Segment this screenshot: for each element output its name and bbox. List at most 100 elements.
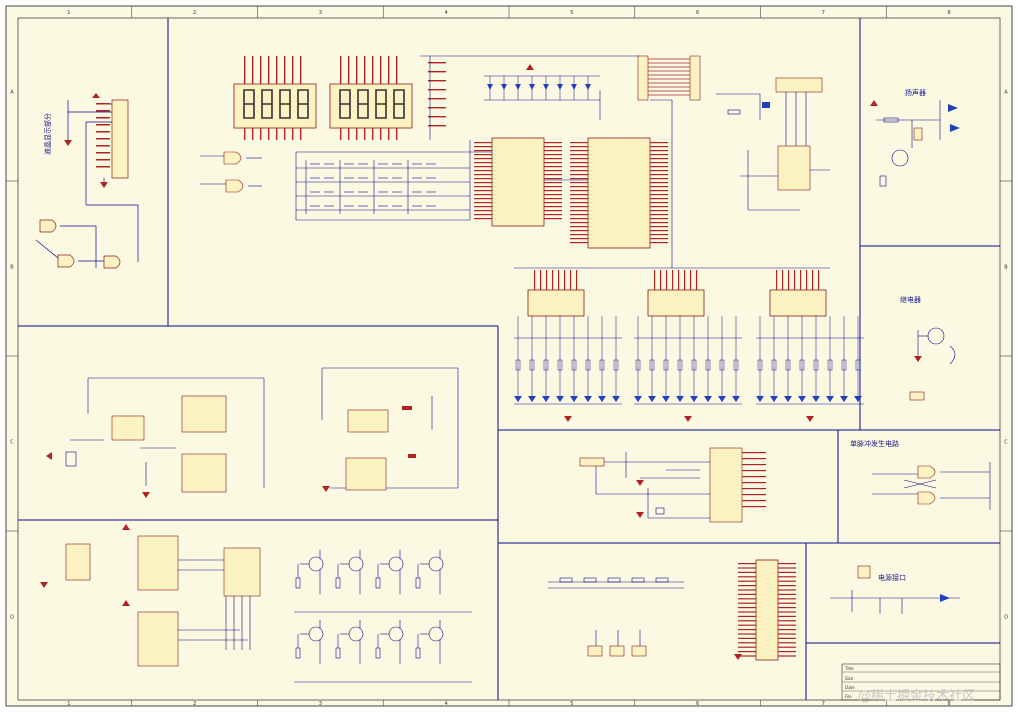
title-block-file: File <box>845 694 852 699</box>
column-number: 7 <box>822 10 825 16</box>
timer-pins <box>46 406 416 498</box>
digit-segment <box>393 89 405 119</box>
led-icon <box>648 396 656 402</box>
column-number: 5 <box>570 701 573 707</box>
led-icon <box>826 396 834 402</box>
led-icon <box>529 84 535 90</box>
row-letter: A <box>1004 90 1008 96</box>
led-icon <box>770 396 778 402</box>
led-icon <box>704 396 712 402</box>
digit-segment <box>375 89 387 119</box>
serial-interface <box>716 77 830 211</box>
title-block-title: Title <box>844 666 854 671</box>
column-number: 5 <box>570 10 573 16</box>
led-icon <box>798 396 806 402</box>
column-number: 4 <box>445 10 448 16</box>
led-icon <box>662 396 670 402</box>
led-driver-blocks <box>514 270 864 422</box>
lcd-pins <box>64 93 110 188</box>
single-pulse-circuit <box>872 462 991 510</box>
speaker-section-title: 扬声器 <box>905 88 926 97</box>
driver-ic <box>527 289 585 317</box>
title-block: Title Size Date File <box>841 663 1001 701</box>
led-icon <box>557 84 563 90</box>
column-number: 6 <box>696 701 699 707</box>
column-number: 8 <box>948 10 951 16</box>
led-icon <box>612 396 620 402</box>
digit-segment <box>261 89 273 119</box>
dip-socket <box>734 559 796 661</box>
bottom-center-circuit <box>548 577 684 657</box>
digit-segment <box>243 89 255 119</box>
power-section-title: 电源接口 <box>878 573 906 582</box>
digit-segment <box>297 89 309 119</box>
led-icon <box>690 396 698 402</box>
driver-ic <box>769 289 827 317</box>
lcd-section-title: 液晶显示部分 <box>43 113 52 155</box>
key-matrix <box>200 151 470 214</box>
row-letter: B <box>1004 265 1008 271</box>
column-number: 2 <box>193 10 196 16</box>
led-icon <box>487 84 493 90</box>
column-number: 4 <box>445 701 448 707</box>
led-icon <box>584 396 592 402</box>
led-icon <box>598 396 606 402</box>
led-icon <box>501 84 507 90</box>
led-icon <box>571 84 577 90</box>
led-icon <box>515 84 521 90</box>
adc-pins <box>636 452 766 518</box>
led-icon <box>542 396 550 402</box>
mcu-bus <box>295 55 830 269</box>
pulse-section-title: 单脉冲发生电路 <box>850 439 899 448</box>
led-icon <box>543 84 549 90</box>
column-number: 3 <box>319 701 322 707</box>
led-icon <box>854 396 862 402</box>
led-icon <box>528 396 536 402</box>
led-icon <box>514 396 522 402</box>
led-icon <box>634 396 642 402</box>
column-number: 1 <box>67 10 70 16</box>
row-letter: D <box>10 615 14 621</box>
led-icon <box>585 84 591 90</box>
row-letter: A <box>10 90 14 96</box>
relay-circuit <box>909 327 956 401</box>
driver-pins <box>40 524 130 606</box>
row-letter: C <box>10 440 14 446</box>
title-block-size: Size <box>845 676 854 681</box>
driver-ic <box>647 289 705 317</box>
digit-segment <box>339 89 351 119</box>
driver-circuit <box>65 535 472 683</box>
column-number: 6 <box>696 10 699 16</box>
led-icon <box>732 396 740 402</box>
column-number: 7 <box>822 701 825 707</box>
adc-circuit <box>579 447 743 523</box>
row-letter: D <box>1004 615 1008 621</box>
column-number: 8 <box>948 701 951 707</box>
column-number: 2 <box>193 701 196 707</box>
row-letter: C <box>1004 440 1008 446</box>
speaker-circuit <box>876 100 960 187</box>
led-icon <box>840 396 848 402</box>
led-icon <box>718 396 726 402</box>
seven-segment-displays <box>233 56 446 140</box>
watermark: @稀土掘金技术社区 <box>858 688 975 704</box>
led-bar-top <box>484 64 600 101</box>
column-number: 1 <box>67 701 70 707</box>
column-number: 3 <box>319 10 322 16</box>
digit-segment <box>357 89 369 119</box>
timer-circuit <box>65 367 459 493</box>
led-icon <box>812 396 820 402</box>
lcd-circuit <box>35 99 139 269</box>
led-icon <box>756 396 764 402</box>
digit-segment <box>279 89 291 119</box>
row-letter: B <box>10 265 14 271</box>
header-connector <box>637 55 701 101</box>
led-icon <box>570 396 578 402</box>
power-circuit <box>830 565 960 614</box>
mcu-chips <box>474 137 668 249</box>
relay-section-title: 继电器 <box>900 295 921 304</box>
led-icon <box>676 396 684 402</box>
title-block-date: Date <box>845 685 855 690</box>
